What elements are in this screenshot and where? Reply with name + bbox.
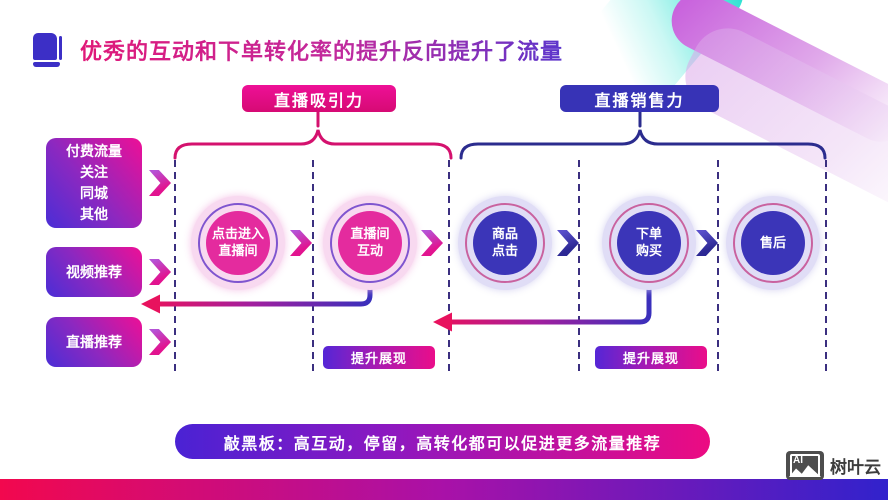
watermark-logo: AI 树叶云 xyxy=(786,451,881,480)
boost-label-interaction: 提升展现 xyxy=(323,346,435,369)
book-icon xyxy=(33,33,63,69)
stage-circle-enter-room: 点击进入 直播间 xyxy=(191,196,285,290)
bottom-gradient-bar xyxy=(0,479,888,500)
boost-label-order: 提升展现 xyxy=(595,346,707,369)
section-label-attract: 直播吸引力 xyxy=(242,85,396,112)
source-box-live-feed: 直播推荐 xyxy=(46,317,142,367)
logo-name: 树叶云 xyxy=(830,458,881,477)
section-label-sales: 直播销售力 xyxy=(560,85,719,112)
stage-label: 下单 购买 xyxy=(617,211,681,275)
takeaway-banner: 敲黑板：高互动，停留，高转化都可以促进更多流量推荐 xyxy=(175,424,710,459)
source-box-video-feed: 视频推荐 xyxy=(46,247,142,297)
ai-image-icon: AI xyxy=(786,451,824,480)
stage-circle-order: 下单 购买 xyxy=(602,196,696,290)
brace-attract xyxy=(173,110,453,160)
feedback-arrow-order xyxy=(433,284,652,332)
stage-circle-interaction: 直播间 互动 xyxy=(323,196,417,290)
stage-label: 直播间 互动 xyxy=(338,211,402,275)
source-box-paid-traffic: 付费流量 关注 同城 其他 xyxy=(46,138,142,228)
stage-circle-aftersale: 售后 xyxy=(726,196,820,290)
stage-circle-product-click: 商品 点击 xyxy=(458,196,552,290)
feedback-arrow-interaction xyxy=(141,282,373,314)
mountain-icon xyxy=(789,465,821,477)
stage-label: 点击进入 直播间 xyxy=(206,211,270,275)
logo-ai-label: AI xyxy=(793,455,803,466)
stage-label: 商品 点击 xyxy=(473,211,537,275)
stage-label: 售后 xyxy=(741,211,805,275)
brace-sales xyxy=(459,110,827,160)
page-title: 优秀的互动和下单转化率的提升反向提升了流量 xyxy=(80,34,563,66)
